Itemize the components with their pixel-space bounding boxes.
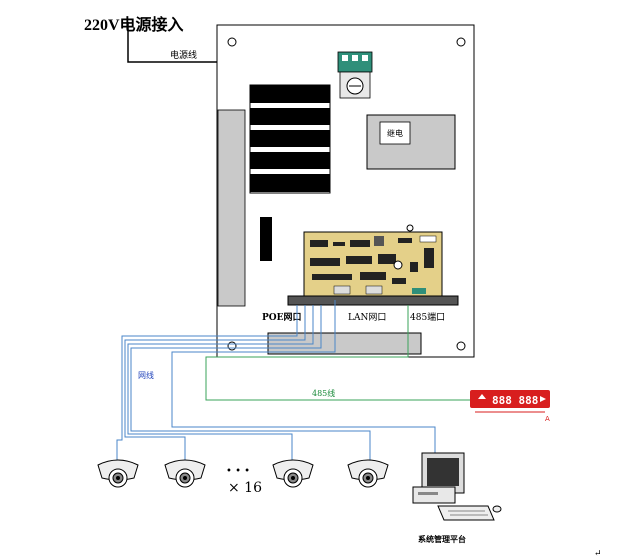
poe-port-label: POE网口	[262, 312, 301, 323]
title: 220V电源接入	[84, 15, 184, 34]
line-485	[205, 305, 470, 401]
side-rail	[217, 109, 246, 307]
port-485-label: 485端口	[410, 311, 445, 323]
mgmt-platform-label: 系统管理平台	[418, 534, 466, 544]
camera-2	[164, 459, 206, 488]
lan-port-label: LAN网口	[348, 312, 386, 323]
camera-multiplier: × 16	[228, 480, 262, 496]
camera-1	[97, 459, 139, 488]
net-cable-label: 网线	[138, 370, 154, 380]
camera-4	[347, 459, 389, 488]
led-display: 888 888 A	[470, 390, 550, 423]
mounting-bar	[287, 295, 459, 306]
relay-box-label-plate	[379, 121, 411, 145]
power-line-label: 电源线	[170, 49, 197, 61]
fuse-block	[260, 217, 272, 261]
display-label: A	[545, 415, 550, 423]
relay-rack	[249, 84, 331, 194]
corner-mark: ↵	[594, 549, 602, 559]
network-cables	[116, 300, 436, 462]
power-terminal	[337, 51, 373, 99]
camera-3	[272, 459, 314, 488]
line-485-label: 485线	[312, 388, 335, 398]
camera-ellipsis: • • •	[226, 466, 250, 477]
computer-icon	[412, 452, 502, 521]
display-digits: 888 888	[492, 394, 538, 407]
relay-box-label: 继电	[387, 128, 403, 138]
controller-board	[303, 224, 443, 297]
